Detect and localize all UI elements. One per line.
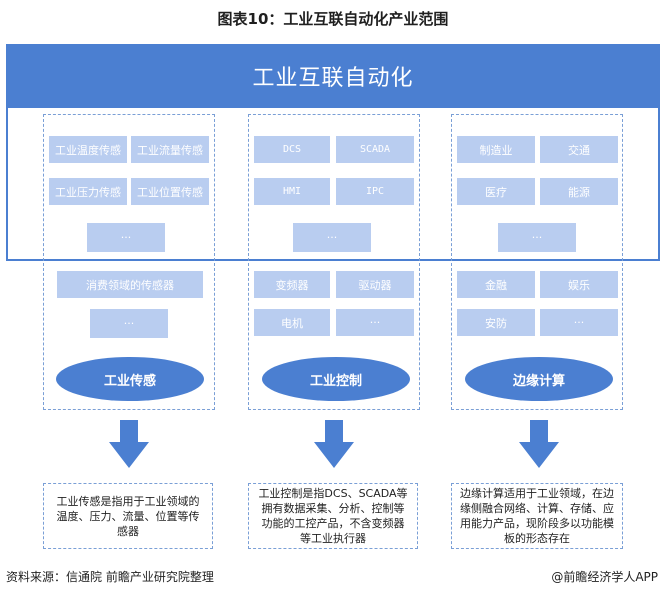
cell-sensing-position: 工业位置传感 (131, 178, 209, 205)
cell-control-inverter: 变频器 (254, 271, 330, 298)
cell-edge-medical: 医疗 (457, 178, 535, 205)
cell-sensing-consumer: 消费领域的传感器 (57, 271, 203, 298)
panel-industrial-control (248, 114, 420, 410)
cell-sensing-more-bottom: ··· (90, 309, 168, 338)
cell-edge-more-bottom: ··· (540, 309, 618, 336)
cell-edge-manufacturing: 制造业 (457, 136, 535, 163)
panel-industrial-sensing (43, 114, 215, 410)
cell-sensing-pressure: 工业压力传感 (49, 178, 127, 205)
cell-control-ipc: IPC (336, 178, 414, 205)
banner-header: 工业互联自动化 (6, 44, 660, 108)
cell-edge-transport: 交通 (540, 136, 618, 163)
footer-brand: @前瞻经济学人APP (551, 570, 658, 584)
category-edge-computing: 边缘计算 (465, 357, 613, 401)
cell-sensing-temperature: 工业温度传感 (49, 136, 127, 163)
cell-edge-finance: 金融 (457, 271, 535, 298)
cell-edge-energy: 能源 (540, 178, 618, 205)
cell-edge-security: 安防 (457, 309, 535, 336)
cell-control-scada: SCADA (336, 136, 414, 163)
cell-sensing-more-top: ··· (87, 223, 165, 252)
description-industrial-sensing: 工业传感是指用于工业领域的温度、压力、流量、位置等传感器 (43, 483, 213, 549)
category-industrial-sensing: 工业传感 (56, 357, 204, 401)
panel-edge-computing (451, 114, 623, 410)
cell-control-hmi: HMI (254, 178, 330, 205)
description-industrial-control: 工业控制是指DCS、SCADA等拥有数据采集、分析、控制等功能的工控产品，不含变… (248, 483, 418, 549)
footer-source: 资料来源：信通院 前瞻产业研究院整理 (6, 570, 214, 584)
cell-edge-more-top: ··· (498, 223, 576, 252)
cell-control-more-bottom: ··· (336, 309, 414, 336)
cell-sensing-flow: 工业流量传感 (131, 136, 209, 163)
top-region-outline (6, 44, 660, 261)
arrow-down-icon (519, 420, 559, 468)
cell-control-more-top: ··· (293, 223, 371, 252)
cell-control-dcs: DCS (254, 136, 330, 163)
description-edge-computing: 边缘计算适用于工业领域，在边缘侧融合网络、计算、存储、应用能力产品，现阶段多以功… (451, 483, 623, 549)
arrow-down-icon (314, 420, 354, 468)
cell-edge-entertainment: 娱乐 (540, 271, 618, 298)
cell-control-motor: 电机 (254, 309, 330, 336)
arrow-down-icon (109, 420, 149, 468)
cell-control-driver: 驱动器 (336, 271, 414, 298)
page-title: 图表10：工业互联自动化产业范围 (217, 10, 449, 28)
category-industrial-control: 工业控制 (262, 357, 410, 401)
